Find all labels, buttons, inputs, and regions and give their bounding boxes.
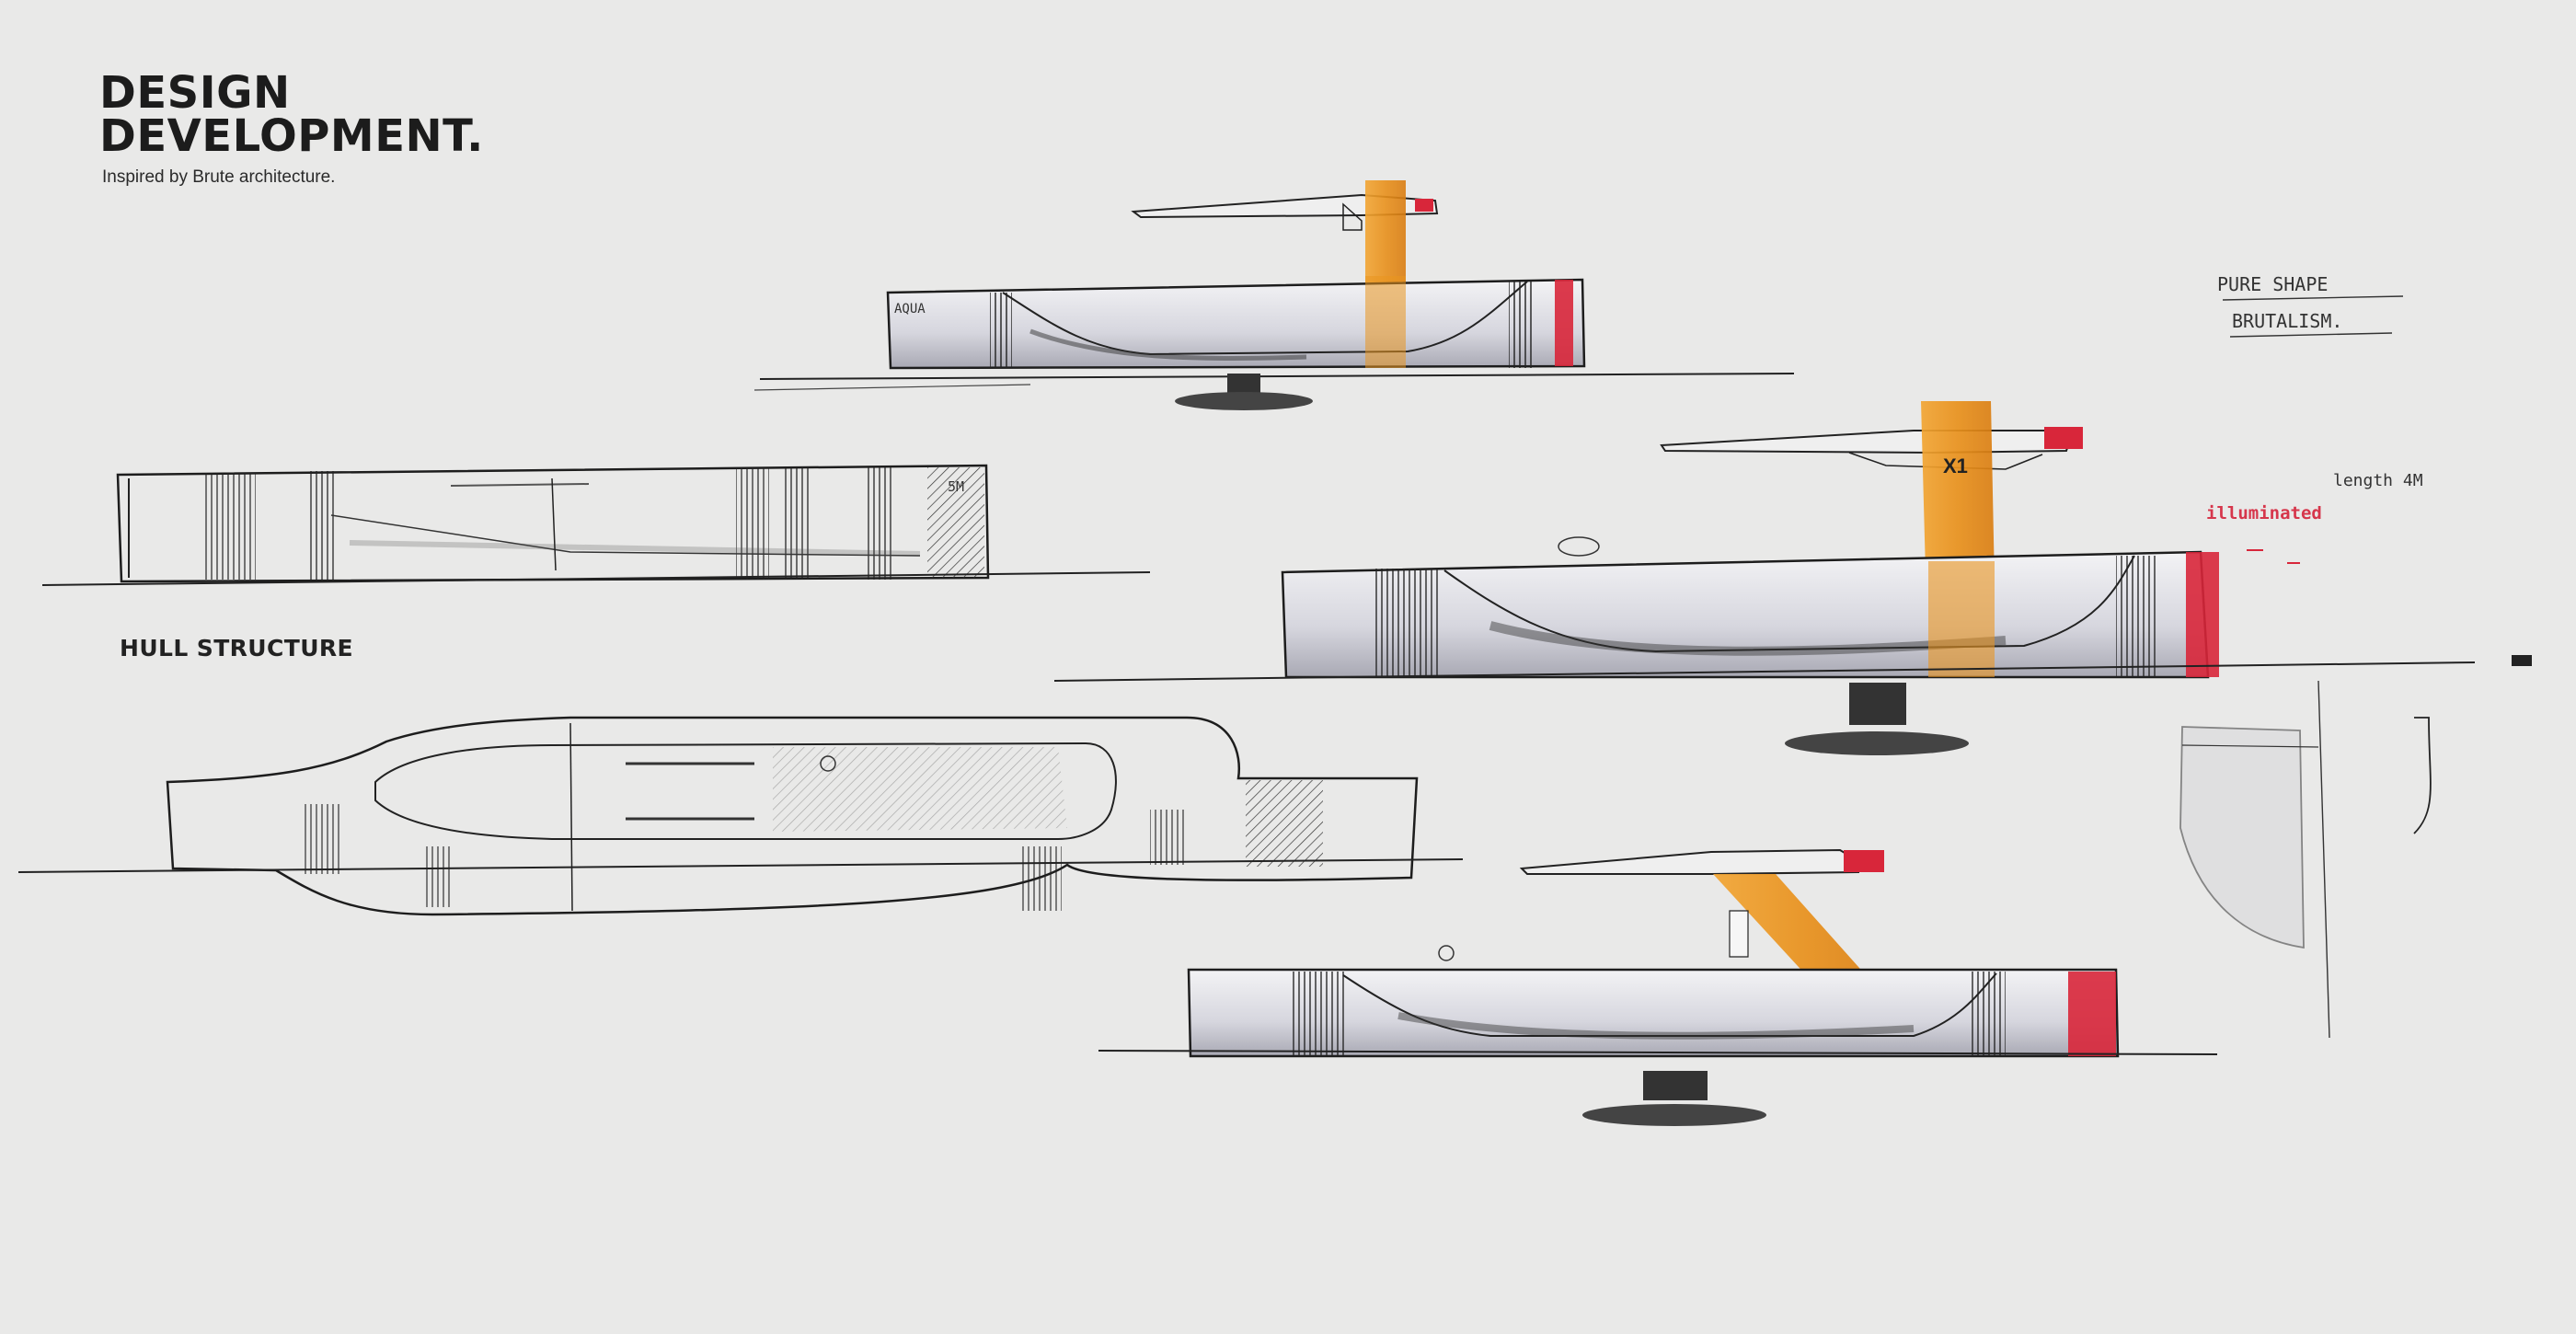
boat-sketch-main: X1 bbox=[1053, 401, 2532, 755]
note-illuminated: illuminated bbox=[2206, 503, 2322, 523]
hull-structure-label: HULL STRUCTURE bbox=[120, 635, 354, 661]
note-pure-shape: PURE SHAPE bbox=[2217, 273, 2328, 295]
title-block: DESIGN DEVELOPMENT. Inspired by Brute ar… bbox=[99, 67, 484, 188]
hull-mark-5m: 5M bbox=[948, 478, 964, 495]
page-title-line-2: DEVELOPMENT. bbox=[99, 110, 484, 162]
boat-sketch-bottom bbox=[1098, 848, 2218, 1126]
section-sketches bbox=[2179, 680, 2432, 1039]
boat-mark-aqua: AQUA bbox=[894, 302, 926, 316]
note-length: length 4M bbox=[2333, 471, 2423, 490]
boat-sketch-top: AQUA bbox=[753, 180, 1795, 410]
hull-side-sketch: 5M bbox=[41, 464, 1151, 586]
note-brutalism: BRUTALISM. bbox=[2232, 310, 2342, 332]
boat-mark-x1: X1 bbox=[1943, 454, 1968, 477]
page-subtitle: Inspired by Brute architecture. bbox=[102, 167, 336, 187]
page-title-line-1: DESIGN bbox=[99, 67, 291, 119]
handwritten-notes: PURE SHAPE BRUTALISM. length 4M illumina… bbox=[2206, 273, 2423, 564]
hull-top-sketch bbox=[17, 716, 1464, 916]
